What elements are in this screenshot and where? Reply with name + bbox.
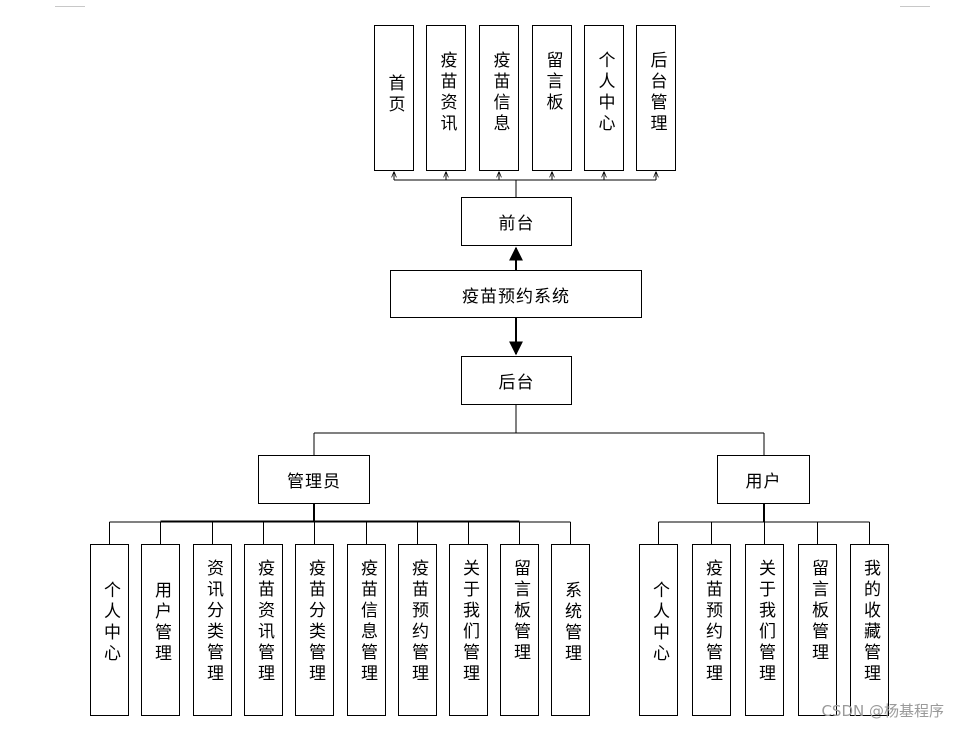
admin-module-box-label: 用户管理: [151, 581, 171, 665]
frontend-module-box-label: 个人中心: [594, 51, 615, 135]
frontend-label: 前台: [498, 214, 535, 234]
user-module-box: 我的收藏管理: [850, 544, 889, 716]
admin-module-box: 留言板管理: [500, 544, 539, 716]
admin-module-box: 疫苗预约管理: [398, 544, 437, 716]
admin-module-box-label: 疫苗资讯管理: [254, 559, 274, 685]
user-role-label: 用户: [745, 472, 782, 492]
admin-module-box-label: 疫苗分类管理: [305, 559, 325, 685]
admin-module-box-label: 疫苗预约管理: [408, 559, 428, 685]
admin-module-box: 疫苗资讯管理: [244, 544, 283, 716]
frontend-module-box: 疫苗信息: [479, 25, 519, 171]
frontend-module-box: 后台管理: [636, 25, 676, 171]
user-module-box: 留言板管理: [798, 544, 837, 716]
frontend-module-box-label: 疫苗信息: [489, 51, 510, 135]
admin-role-node: 管理员: [258, 455, 370, 504]
frontend-module-box: 疫苗资讯: [426, 25, 466, 171]
frontend-module-box-label: 疫苗资讯: [436, 51, 457, 135]
system-root-label: 疫苗预约系统: [462, 286, 570, 307]
backend-node: 后台: [461, 356, 572, 405]
admin-module-box-label: 系统管理: [561, 581, 581, 665]
user-module-box-label: 个人中心: [649, 581, 669, 665]
user-module-box-label: 留言板管理: [808, 559, 828, 664]
frontend-module-box-label: 首页: [384, 74, 405, 116]
page-corner-mark-right: [900, 0, 930, 7]
user-module-box-label: 关于我们管理: [755, 559, 775, 685]
frontend-module-box: 留言板: [532, 25, 572, 171]
user-module-box-label: 我的收藏管理: [860, 559, 880, 685]
admin-module-box-label: 疫苗信息管理: [357, 559, 377, 685]
backend-label: 后台: [498, 373, 535, 393]
admin-module-box: 疫苗信息管理: [347, 544, 386, 716]
frontend-module-box-label: 留言板: [542, 51, 563, 114]
admin-role-label: 管理员: [287, 472, 341, 492]
page-corner-mark-left: [55, 0, 85, 7]
admin-module-box-label: 留言板管理: [510, 559, 530, 664]
user-module-box: 疫苗预约管理: [692, 544, 731, 716]
admin-module-box: 用户管理: [141, 544, 180, 716]
admin-module-box: 个人中心: [90, 544, 129, 716]
frontend-module-box: 个人中心: [584, 25, 624, 171]
user-module-box-label: 疫苗预约管理: [702, 559, 722, 685]
frontend-module-box: 首页: [374, 25, 414, 171]
user-role-node: 用户: [717, 455, 810, 504]
frontend-node: 前台: [461, 197, 572, 246]
user-module-box: 关于我们管理: [745, 544, 784, 716]
admin-module-box: 系统管理: [551, 544, 590, 716]
system-root-node: 疫苗预约系统: [390, 270, 642, 318]
csdn-watermark: CSDN @杨基程序: [821, 702, 944, 720]
admin-module-box: 资讯分类管理: [193, 544, 232, 716]
frontend-module-box-label: 后台管理: [646, 51, 667, 135]
admin-module-box: 疫苗分类管理: [295, 544, 334, 716]
admin-module-box-label: 个人中心: [100, 581, 120, 665]
admin-module-box-label: 关于我们管理: [459, 559, 479, 685]
admin-module-box: 关于我们管理: [449, 544, 488, 716]
admin-module-box-label: 资讯分类管理: [203, 559, 223, 685]
user-module-box: 个人中心: [639, 544, 678, 716]
